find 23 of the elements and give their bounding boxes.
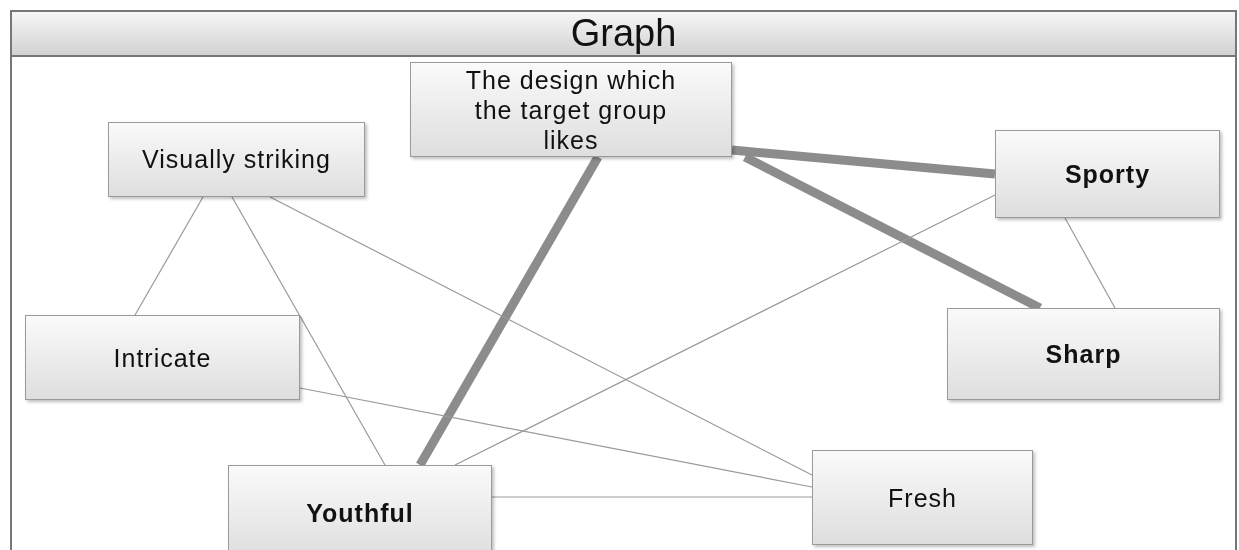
connector-line bbox=[491, 496, 813, 498]
connector-line bbox=[134, 196, 204, 316]
connector-line bbox=[269, 196, 813, 476]
node-label: Youthful bbox=[306, 497, 414, 528]
thick-connector-line bbox=[731, 145, 996, 179]
title-bar: Graph bbox=[10, 10, 1237, 57]
node-label: Sharp bbox=[1045, 339, 1122, 369]
node-label: The design which the target group likes bbox=[464, 64, 678, 155]
connector-line bbox=[454, 194, 996, 466]
connector-line bbox=[1064, 217, 1116, 309]
label-box bbox=[410, 62, 732, 157]
node-label: Intricate bbox=[113, 342, 212, 373]
connector-line bbox=[299, 387, 813, 488]
node-label: Visually striking bbox=[142, 143, 331, 175]
label-box bbox=[947, 308, 1220, 400]
connector-line bbox=[231, 196, 386, 466]
label-box bbox=[108, 122, 365, 197]
label-box bbox=[25, 315, 300, 400]
label-box bbox=[228, 465, 492, 550]
node-label: Sporty bbox=[1064, 159, 1151, 189]
label-box bbox=[995, 130, 1220, 218]
label-box bbox=[812, 450, 1033, 545]
node-label: Fresh bbox=[888, 482, 957, 513]
